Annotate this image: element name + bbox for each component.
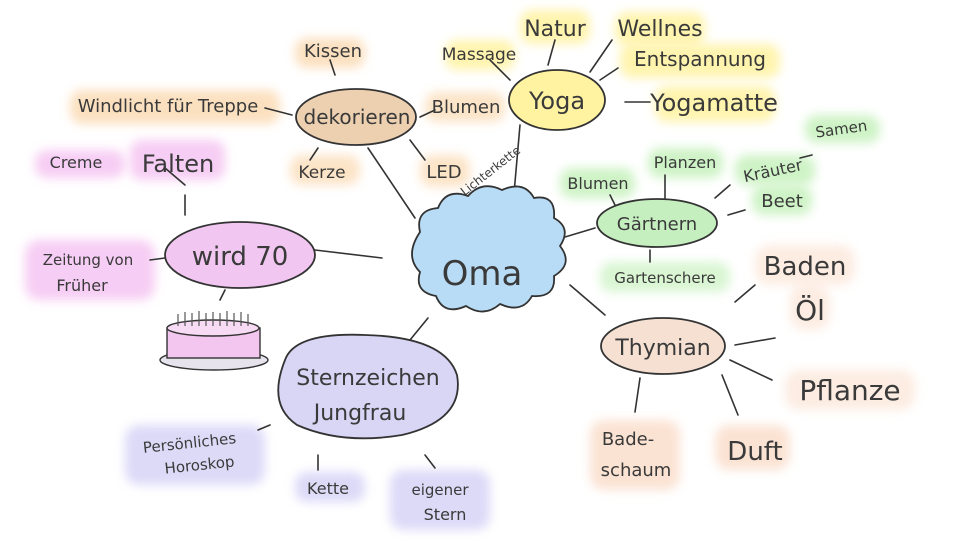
gartenschere-label: Gartenschere (614, 269, 715, 287)
massage-label: Massage (442, 45, 516, 65)
yoga-label: Yoga (528, 87, 585, 115)
gaertnern-label: Gärtnern (617, 214, 697, 235)
wird70-label: wird 70 (192, 242, 289, 272)
falten-label: Falten (142, 150, 214, 178)
blumen-garten-label: Blumen (567, 174, 628, 193)
branch-thymian: Thymian Baden Öl Pflanze Duft Bade- scha… (600, 252, 901, 481)
center-label: Oma (442, 254, 523, 294)
badeschaum-label-1: Bade- (602, 429, 654, 450)
branch-yoga: Yoga Massage Natur Wellnes Entspannung Y… (442, 17, 778, 131)
stern-label-1: eigener (411, 481, 469, 499)
badeschaum-label-2: schaum (601, 460, 672, 481)
yogamatte-label: Yogamatte (649, 89, 778, 117)
dekorieren-label: dekorieren (304, 105, 411, 129)
branch-wird70: wird 70 Falten Creme Zeitung von Früher (43, 150, 316, 371)
dekorieren-node (295, 88, 417, 146)
wellnes-label: Wellnes (617, 17, 702, 42)
highlights (25, 10, 915, 530)
sternzeichen-node (277, 333, 459, 440)
birthday-cake-icon (159, 311, 269, 371)
center-cloud (411, 185, 567, 313)
duft-label: Duft (727, 437, 782, 467)
yoga-node (508, 69, 606, 131)
gaertnern-node (596, 198, 718, 248)
entspannung-label: Entspannung (634, 47, 766, 71)
zeitung-label-2: Früher (56, 276, 108, 295)
center-node: Oma (411, 185, 567, 313)
kissen-label: Kissen (304, 41, 362, 62)
pflanze-label: Pflanze (799, 374, 900, 407)
oel-label: Öl (795, 293, 825, 327)
thymian-label: Thymian (614, 336, 710, 361)
thymian-node (600, 317, 726, 375)
zeitung-label-1: Zeitung von (43, 251, 133, 269)
sternzeichen-label-2: Jungfrau (312, 401, 407, 426)
stern-label-2: Stern (424, 505, 467, 524)
led-label: LED (426, 162, 461, 183)
sternzeichen-label-1: Sternzeichen (296, 366, 439, 391)
natur-label: Natur (524, 17, 587, 42)
pflanzen-label: Planzen (654, 153, 716, 172)
beet-label: Beet (761, 191, 803, 212)
wird70-node (164, 221, 316, 289)
branch-dekorieren: dekorieren Kissen Windlicht für Treppe K… (78, 41, 523, 199)
creme-label: Creme (50, 153, 103, 172)
blumen-deko-label: Blumen (432, 97, 501, 118)
kerze-label: Kerze (298, 163, 345, 183)
windlicht-label: Windlicht für Treppe (78, 96, 259, 117)
kette-label: Kette (307, 479, 349, 498)
baden-label: Baden (764, 252, 847, 282)
